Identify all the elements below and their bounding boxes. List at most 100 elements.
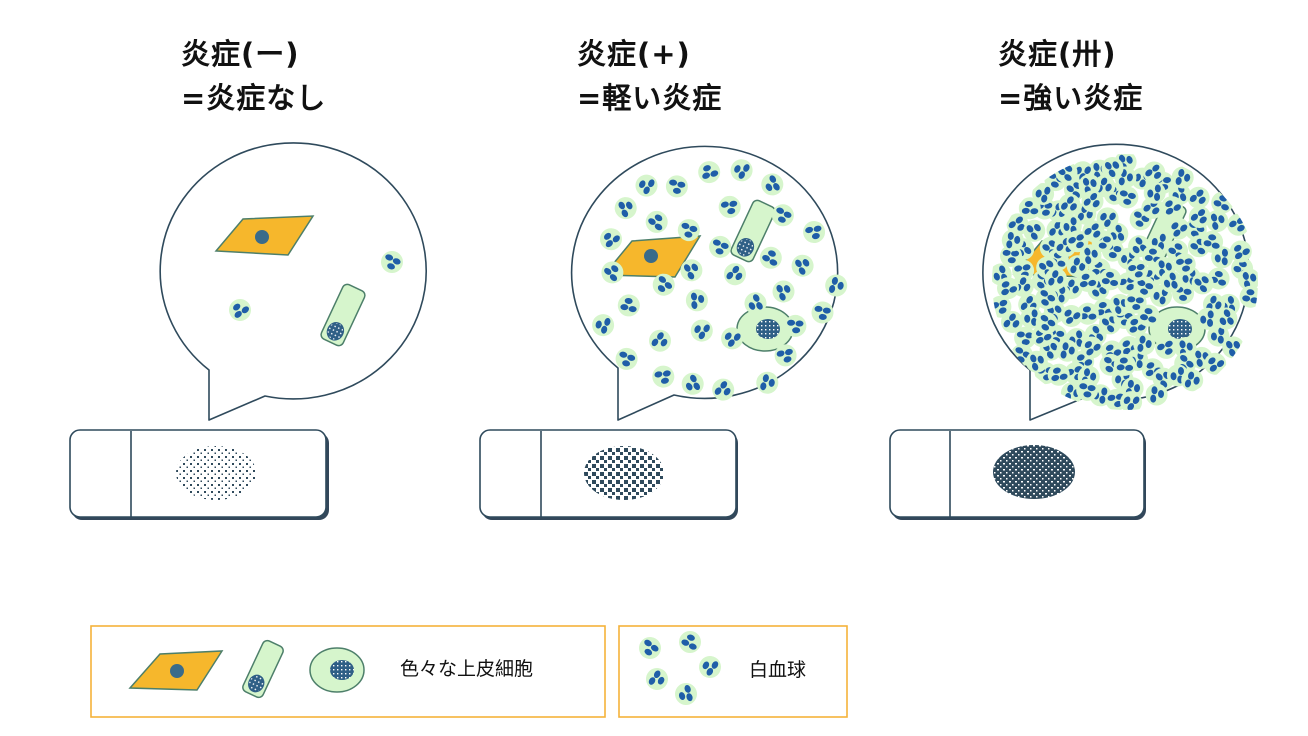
leukocyte [1126,259,1149,282]
leukocyte [1113,353,1136,376]
leukocyte [1181,369,1204,392]
smear-sample [993,445,1075,499]
leukocyte [1206,210,1229,232]
leukocyte [825,274,848,297]
leukocyte [1080,336,1103,359]
legend-round-cell [309,647,365,693]
panel-2-title-line2: =軽い炎症 [577,81,723,115]
panel-3-title-line2: =強い炎症 [998,81,1144,115]
leukocyte [1081,190,1104,213]
leukocyte [709,235,732,258]
leukocyte [592,314,615,337]
leukocyte [784,314,807,337]
leukocyte [1204,352,1227,375]
leukocyte [712,378,735,401]
leukocyte [1155,336,1178,359]
leukocyte [698,161,721,184]
columnar-epithelial-cell [320,283,366,347]
leukocyte [1133,333,1156,356]
legend-epithelial-label: 色々な上皮細胞 [400,658,534,680]
panel-strong-inflammation [889,143,1258,520]
leukocyte [652,273,675,296]
leukocyte [1099,268,1122,291]
leukocyte [614,197,637,220]
leukocyte [1001,229,1024,252]
leukocyte [772,280,795,303]
leukocyte-group [229,251,403,321]
leukocyte [1012,259,1035,282]
leukocyte [601,261,624,284]
leukocyte [1120,391,1143,410]
leukocyte [997,277,1019,300]
leukocyte [1082,220,1105,243]
leukocyte [774,344,797,367]
leukocyte [1215,307,1238,330]
panel-3-title-line1: 炎症(卅) [998,37,1117,71]
leukocyte [1173,253,1196,276]
leukocyte [1143,161,1166,184]
leukocyte [1006,213,1029,236]
legend-columnar-cell [242,639,284,699]
leukocyte [811,301,834,324]
cell-nucleus [255,230,269,244]
leukocyte [1196,307,1219,330]
leukocyte [679,631,701,653]
leukocyte [1174,337,1197,359]
glass-slide [479,429,738,520]
leukocyte [1096,207,1119,230]
leukocyte [791,254,814,277]
leukocyte [1076,269,1099,292]
leukocyte [615,347,638,370]
leukocyte [1079,244,1102,267]
leukocyte [1044,267,1067,290]
leukocyte [1023,219,1046,242]
columnar-epithelial-cell [730,199,776,263]
leukocyte [803,221,826,243]
leukocyte [1014,326,1037,349]
panel-2-title: 炎症(+) =軽い炎症 [577,32,722,120]
legend [90,625,848,718]
leukocyte-group [592,159,848,401]
leukocyte-group [992,154,1258,410]
legend-cell-nucleus [170,664,184,678]
leukocyte [1201,230,1224,253]
leukocyte [744,292,767,315]
leukocyte [1056,339,1079,362]
leukocyte [639,637,661,659]
panel-mild-inflammation [479,145,848,520]
leukocyte [1047,363,1070,386]
panel-1-title-line2: =炎症なし [181,81,327,115]
leukocyte [1032,183,1055,205]
leukocyte [724,263,746,286]
leukocyte [1025,350,1048,373]
leukocyte [685,289,708,312]
leukocyte [1035,287,1058,310]
leukocyte [1160,196,1183,219]
leukocyte [1229,240,1252,263]
leukocyte [1187,186,1210,209]
leukocyte [1160,270,1182,293]
leukocyte [771,204,794,227]
leukocyte [730,159,753,182]
leukocyte [690,319,713,342]
leukocyte [721,327,744,350]
leukocyte [1116,186,1139,209]
leukocyte [1145,383,1168,406]
cell-nucleus [644,249,658,263]
panel-no-inflammation [69,142,427,520]
leukocyte [1018,197,1041,220]
leukocyte [718,195,741,218]
legend-leukocytes [639,631,721,705]
leukocyte [1207,324,1230,347]
leukocyte [1060,305,1083,327]
leukocyte [1191,272,1214,295]
leukocyte [1171,166,1194,189]
panel-3-title: 炎症(卅) =強い炎症 [998,32,1143,120]
round-epithelial-cell [736,306,794,352]
leukocyte [761,173,784,196]
leukocyte [649,329,671,352]
leukocyte [675,683,697,705]
leukocyte [1238,268,1258,291]
leukocyte [1076,378,1099,401]
leukocyte [381,251,403,273]
